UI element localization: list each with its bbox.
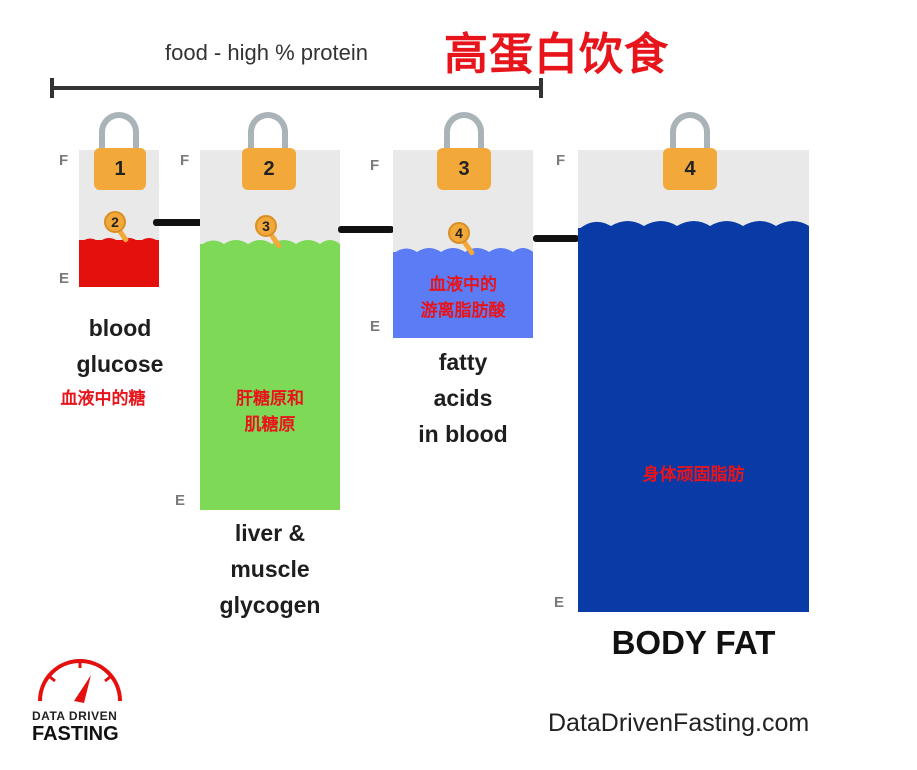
glycogen-level [200, 244, 340, 510]
fill-wave [393, 248, 533, 254]
header-bracket [50, 78, 543, 98]
glycogen-cn-line2: 肌糖原 [244, 415, 296, 435]
caption-line: blood [88, 315, 152, 341]
caption-line: liver & [234, 520, 306, 546]
connector-pipe [533, 235, 579, 242]
full-marker: F [370, 157, 380, 174]
fill-wave [79, 238, 159, 244]
body-fat-cn: 身体顽固脂肪 [642, 465, 745, 485]
fill-wave [578, 221, 809, 230]
blood-glucose-cn: 血液中的糖 [60, 389, 146, 409]
logo-line2: FASTING [32, 723, 119, 745]
caption-line: fatty [438, 349, 488, 375]
blood-glucose-caption: blood glucose [60, 310, 180, 382]
lock-shackle [248, 112, 288, 154]
data-driven-fasting-logo: DATA DRIVEN FASTING [28, 655, 128, 745]
logo-line1: DATA DRIVEN [32, 709, 118, 723]
fatty-acids-level [393, 252, 533, 338]
page-title-cn: 高蛋白饮食 [444, 29, 669, 80]
caption-line: in blood [418, 421, 508, 447]
fill-wave [200, 240, 340, 246]
lock-icon: 3 [437, 148, 491, 190]
food-label: food - high % protein [165, 40, 369, 65]
key-icon: 3 [255, 215, 277, 237]
glycogen-caption: liver & muscle glycogen [195, 515, 345, 623]
key-icon: 4 [448, 222, 470, 244]
full-marker: F [59, 152, 69, 169]
connector-pipe [153, 219, 205, 226]
fatty-acids-cn-line1: 血液中的 [429, 275, 497, 295]
empty-marker: E [370, 318, 381, 335]
site-url: DataDrivenFasting.com [548, 709, 810, 737]
lock-icon: 4 [663, 148, 717, 190]
lock-shackle [99, 112, 139, 154]
glycogen-cn-line1: 肝糖原和 [236, 389, 304, 409]
fatty-acids-caption: fatty acids in blood [393, 344, 533, 452]
key-icon: 2 [104, 211, 126, 233]
full-marker: F [180, 152, 190, 169]
lock-icon: 2 [242, 148, 296, 190]
caption-line: acids [433, 385, 493, 411]
empty-marker: E [59, 270, 70, 287]
caption-line: glycogen [219, 592, 321, 618]
body-fat-caption: BODY FAT [611, 624, 776, 661]
connector-pipe [338, 226, 394, 233]
lock-icon: 1 [94, 148, 146, 190]
lock-shackle [444, 112, 484, 154]
body-fat-level [578, 228, 809, 612]
caption-line: muscle [230, 556, 310, 582]
full-marker: F [556, 152, 566, 169]
caption-line: glucose [76, 351, 164, 377]
gauge-icon [38, 659, 122, 703]
lock-shackle [670, 112, 710, 154]
blood-glucose-level [79, 240, 159, 287]
empty-marker: E [554, 594, 565, 611]
fatty-acids-cn-line2: 游离脂肪酸 [420, 301, 506, 321]
empty-marker: E [175, 492, 186, 509]
